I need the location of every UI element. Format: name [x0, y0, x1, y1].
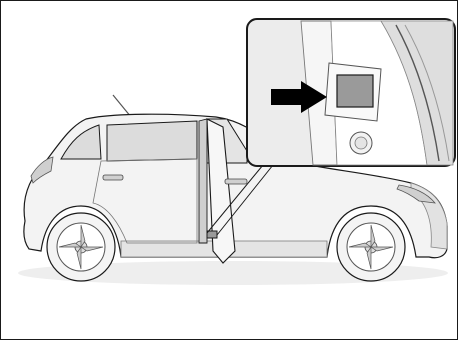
detail-inset	[247, 19, 455, 166]
door-opening	[199, 119, 207, 243]
rear-door-handle	[103, 175, 123, 180]
label-plate	[325, 63, 381, 121]
antenna	[113, 95, 131, 117]
rear-wheel	[47, 213, 115, 281]
front-wheel	[337, 213, 405, 281]
front-door-handle	[225, 179, 247, 184]
label-plate-small	[207, 231, 217, 238]
rear-door-window	[107, 121, 197, 161]
